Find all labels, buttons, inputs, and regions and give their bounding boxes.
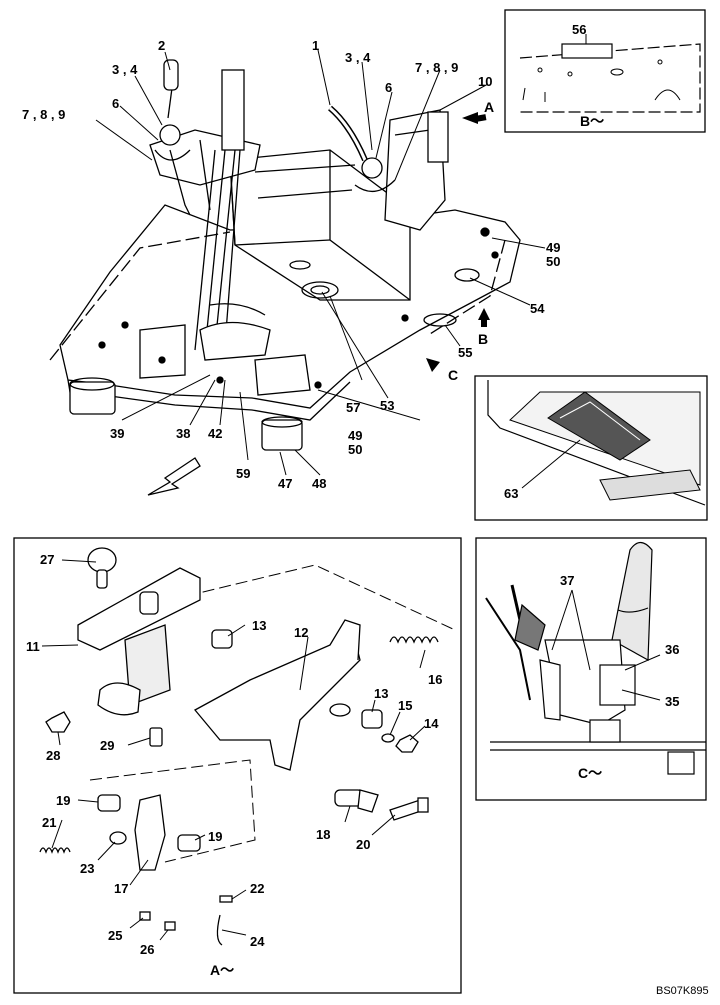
drawing-code: BS07K895 — [656, 985, 709, 997]
view-a-detail — [13, 537, 462, 994]
part-label-24: 24 — [250, 934, 265, 949]
part-label-3-4-left: 3 , 4 — [112, 62, 138, 77]
part-label-55: 55 — [458, 345, 472, 360]
seat-floor-inset — [474, 375, 708, 521]
part-label-38: 38 — [176, 426, 190, 441]
part-label-20: 20 — [356, 837, 370, 852]
part-label-39: 39 — [110, 426, 124, 441]
part-label-16: 16 — [428, 672, 442, 687]
part-label-7-8-9-left: 7 , 8 , 9 — [22, 107, 65, 122]
part-label-7-8-9-right: 7 , 8 , 9 — [415, 60, 458, 75]
part-label-63: 63 — [504, 486, 518, 501]
part-number-labels: 2 3 , 4 6 7 , 8 , 9 1 3 , 4 6 7 , 8 , 9 … — [22, 22, 709, 997]
part-label-14: 14 — [424, 716, 439, 731]
part-label-50-top: 50 — [546, 254, 560, 269]
view-marker-b: B — [478, 331, 488, 347]
view-a-caption: A～ — [210, 962, 234, 978]
part-label-13-mid: 13 — [374, 686, 388, 701]
view-b-inset — [504, 9, 706, 133]
part-label-26: 26 — [140, 942, 154, 957]
part-label-53: 53 — [380, 398, 394, 413]
part-label-28: 28 — [46, 748, 60, 763]
part-label-11: 11 — [26, 639, 40, 654]
part-label-50-bottom: 50 — [348, 442, 362, 457]
part-label-2: 2 — [158, 38, 165, 53]
part-label-42: 42 — [208, 426, 222, 441]
view-c-leader-lines — [551, 589, 661, 701]
part-label-18: 18 — [316, 827, 330, 842]
part-label-27: 27 — [40, 552, 54, 567]
part-label-47: 47 — [278, 476, 292, 491]
part-label-3-4-right: 3 , 4 — [345, 50, 371, 65]
part-label-15: 15 — [398, 698, 412, 713]
part-label-19-right: 19 — [208, 829, 222, 844]
view-marker-a: A — [484, 99, 494, 115]
view-b-caption: B～ — [580, 113, 604, 129]
part-label-17: 17 — [114, 881, 128, 896]
part-label-59: 59 — [236, 466, 250, 481]
part-label-1: 1 — [312, 38, 319, 53]
part-label-6-right: 6 — [385, 80, 392, 95]
view-arrows — [147, 112, 490, 496]
main-assembly-drawing — [49, 59, 521, 451]
view-a-leader-lines — [41, 559, 426, 941]
part-label-49-bottom: 49 — [348, 428, 362, 443]
view-c-inset — [475, 537, 707, 801]
part-label-12: 12 — [294, 625, 308, 640]
part-label-22: 22 — [250, 881, 264, 896]
part-label-10: 10 — [478, 74, 492, 89]
part-label-54: 54 — [530, 301, 545, 316]
part-label-21: 21 — [42, 815, 56, 830]
part-label-48: 48 — [312, 476, 326, 491]
part-label-19-left: 19 — [56, 793, 70, 808]
part-label-29: 29 — [100, 738, 114, 753]
view-marker-c: C — [448, 367, 458, 383]
part-label-13-top: 13 — [252, 618, 266, 633]
part-label-35: 35 — [665, 694, 679, 709]
part-label-37: 37 — [560, 573, 574, 588]
part-label-56: 56 — [572, 22, 586, 37]
part-label-36: 36 — [665, 642, 679, 657]
main-leader-lines — [95, 49, 546, 476]
view-c-caption: C～ — [578, 765, 602, 781]
part-label-49-top: 49 — [546, 240, 560, 255]
part-label-23: 23 — [80, 861, 94, 876]
part-label-57: 57 — [346, 400, 360, 415]
part-label-25: 25 — [108, 928, 122, 943]
part-label-6-left: 6 — [112, 96, 119, 111]
